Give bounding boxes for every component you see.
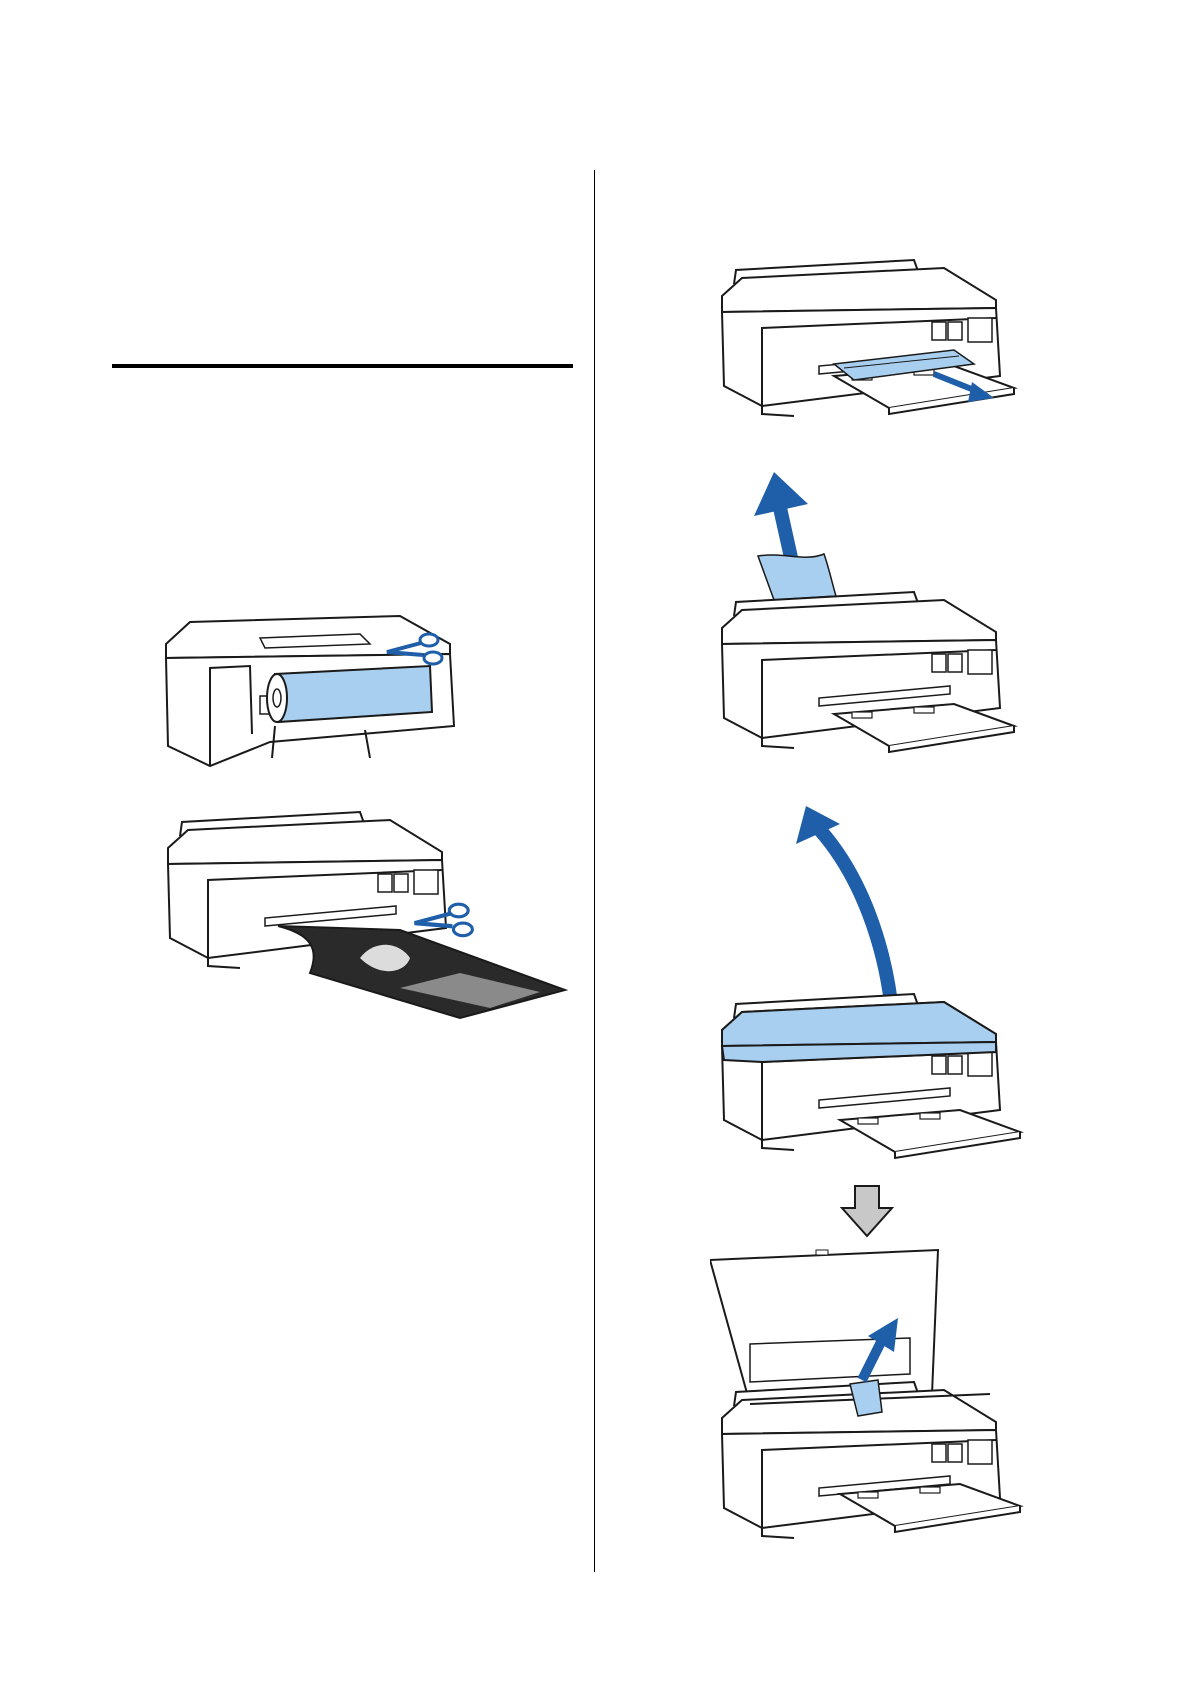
figure-pull-jammed-paper-top [714, 468, 1034, 768]
figure-front-output-cut [160, 808, 570, 1038]
figure-rear-roll-cut [160, 608, 460, 778]
printer-front-icon [722, 592, 1014, 752]
figure-open-top-cover [714, 800, 1044, 1170]
jammed-paper-icon [758, 554, 836, 600]
roll-paper-icon [267, 666, 432, 722]
top-cover-icon [722, 1002, 996, 1062]
column-divider [594, 170, 595, 1572]
arrow-up-icon [754, 472, 808, 562]
figure-step-arrow [840, 1184, 894, 1238]
printed-photo-icon [278, 926, 565, 1018]
figure-remove-paper-inside [710, 1244, 1046, 1548]
figure-pull-jammed-paper-front [714, 256, 1034, 436]
arrow-down-icon [842, 1186, 892, 1236]
section-heading-rule [112, 364, 573, 368]
